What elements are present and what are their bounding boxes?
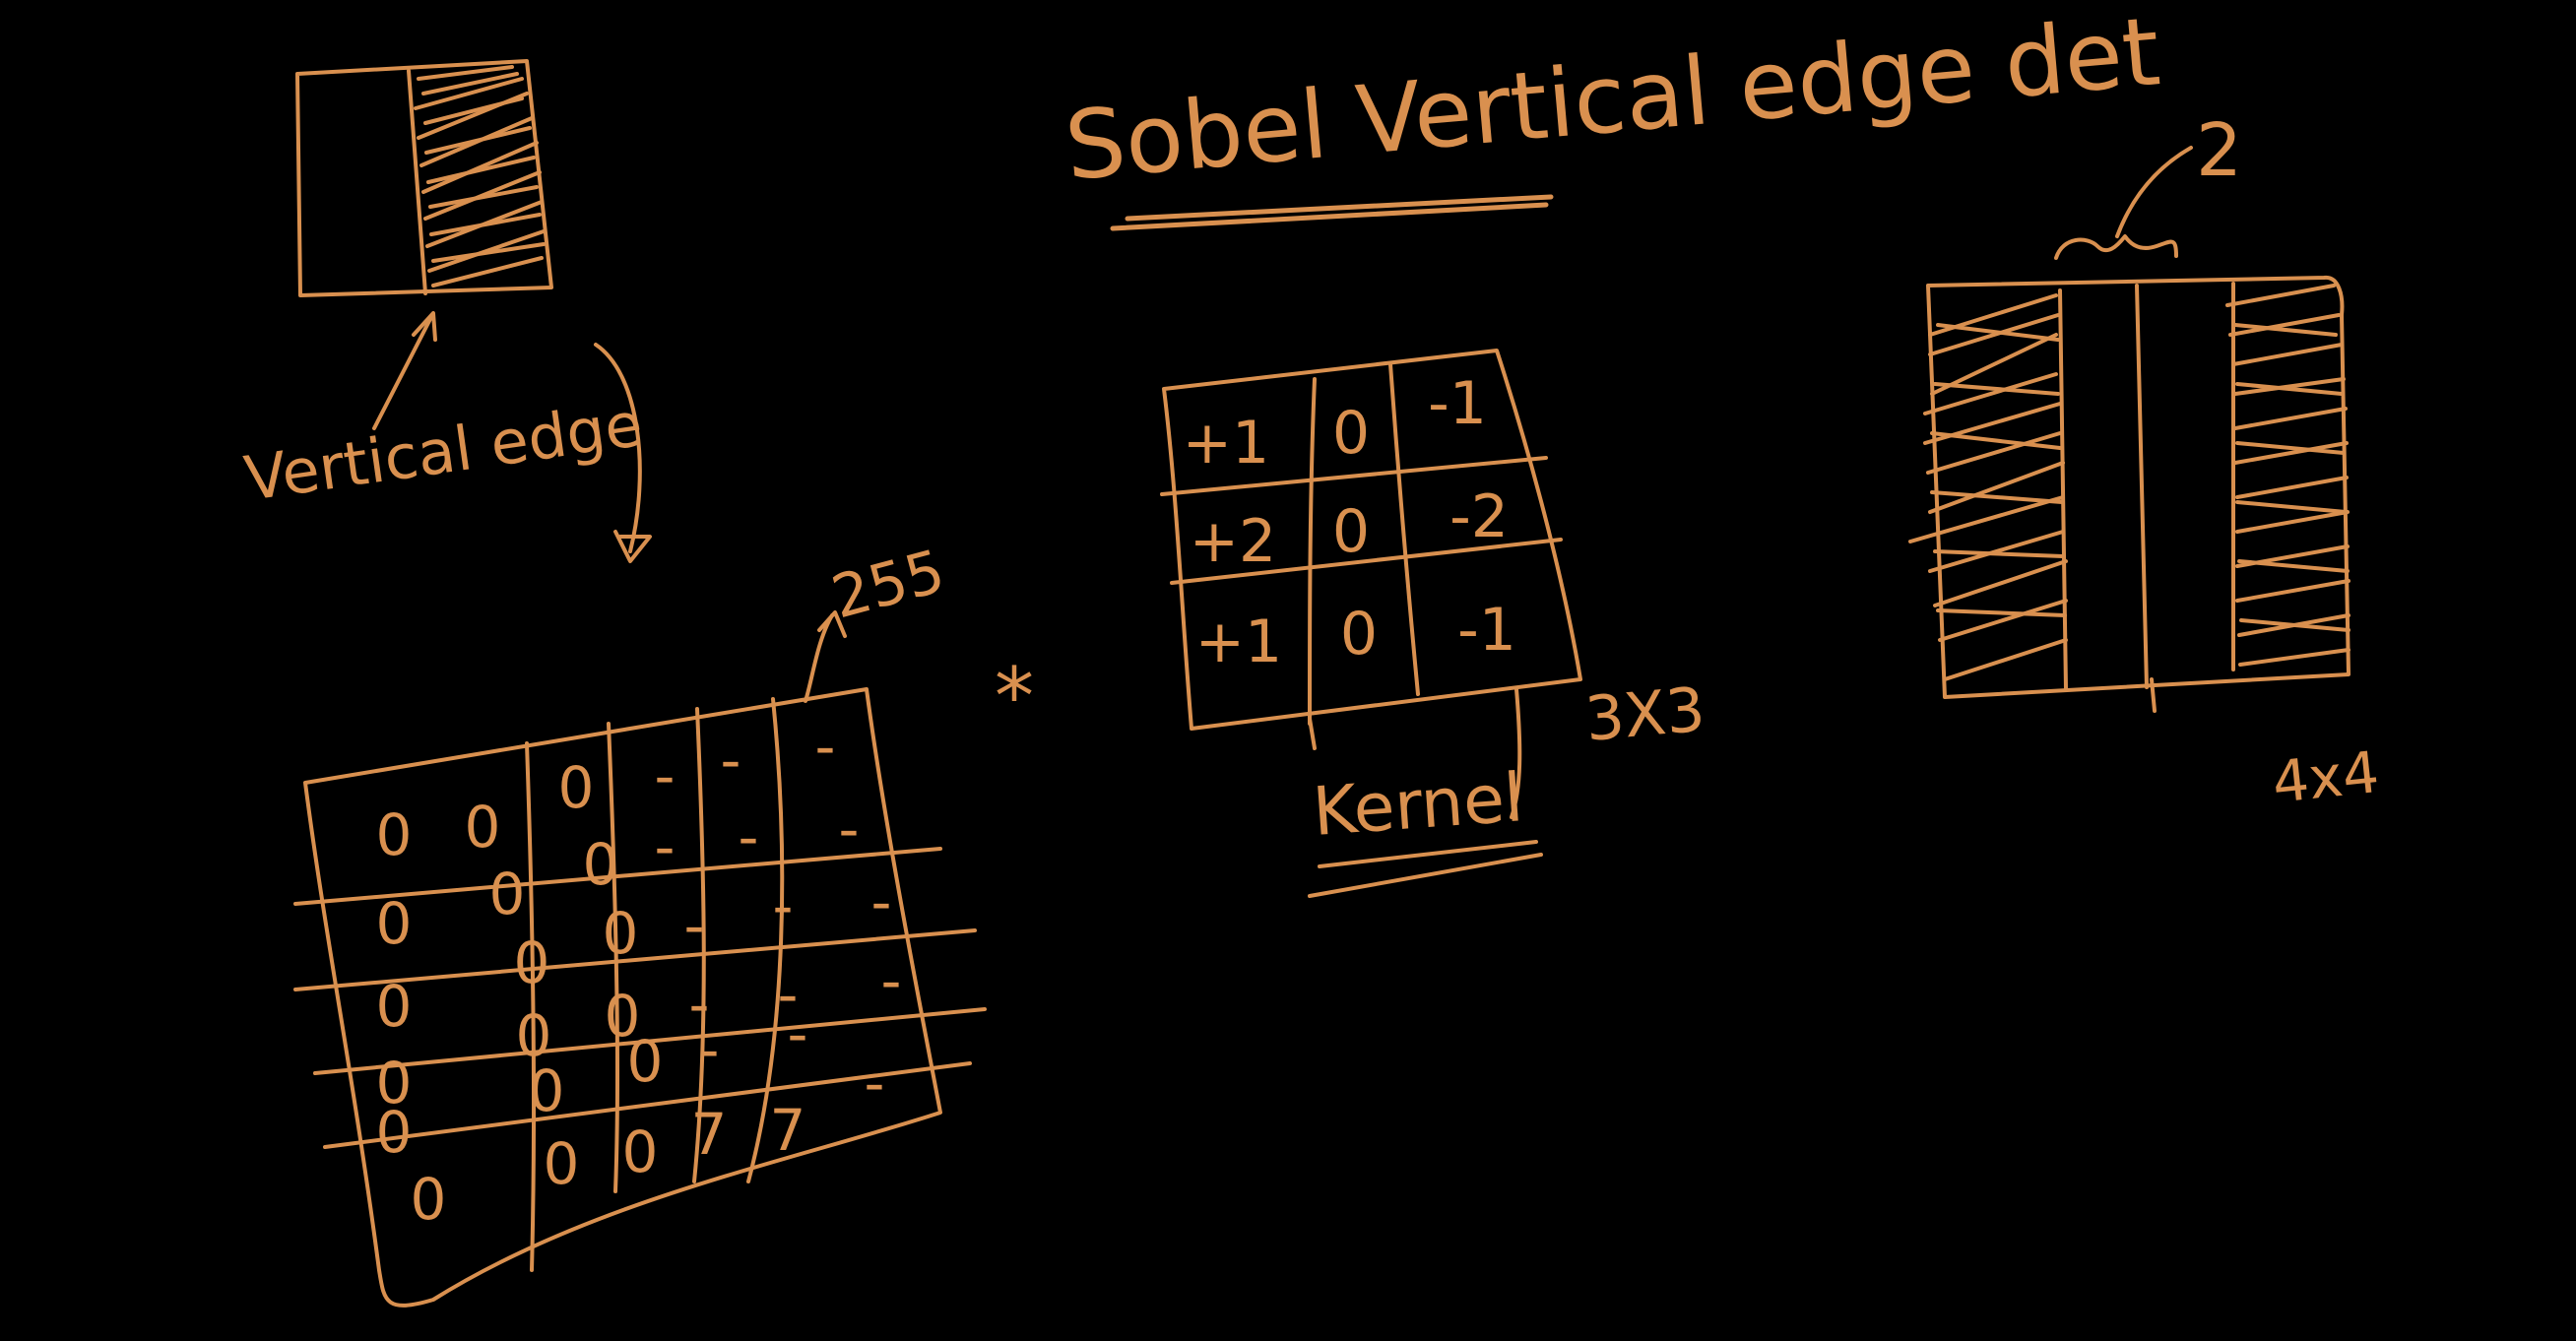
input-cell: 0 bbox=[605, 983, 641, 1050]
input-cell: 0 bbox=[544, 1130, 580, 1197]
input-cell: - bbox=[773, 872, 794, 939]
vertical-edge-sketch bbox=[295, 59, 652, 563]
input-cell: 0 bbox=[465, 794, 501, 861]
title-underline bbox=[1110, 194, 1554, 231]
kernel-size-label: 3X3 bbox=[1582, 673, 1707, 755]
input-cell: - bbox=[865, 1050, 885, 1117]
convolution-operator: * bbox=[995, 651, 1034, 742]
input-cell: - bbox=[788, 1000, 808, 1067]
input-cell: 0 bbox=[376, 973, 413, 1040]
kernel-cells: +1 0 -1 +2 0 -2 +1 0 -1 bbox=[1183, 369, 1516, 676]
input-cell: 0 bbox=[411, 1166, 447, 1233]
input-cell: 0 bbox=[603, 900, 639, 967]
input-cell: 0 bbox=[489, 861, 526, 927]
input-cell: 0 bbox=[622, 1118, 659, 1185]
input-cell: - bbox=[689, 971, 710, 1038]
input-cell: 0 bbox=[514, 929, 550, 996]
input-cell: 0 bbox=[376, 1099, 413, 1166]
input-matrix-cells: 0 0 0 - - - 0 0 0 - - - 0 0 0 - - - 0 0 … bbox=[376, 713, 902, 1233]
kernel-cell: +1 bbox=[1183, 409, 1269, 478]
vertical-edge-label: Vertical edge bbox=[240, 388, 647, 515]
kernel-cell: -1 bbox=[1457, 596, 1516, 665]
input-cell: 0 bbox=[627, 1028, 664, 1095]
input-cell: - bbox=[739, 803, 759, 870]
input-cell: - bbox=[655, 813, 676, 880]
input-cell: - bbox=[881, 947, 902, 1014]
input-cell: - bbox=[721, 727, 741, 794]
input-cell: - bbox=[684, 892, 705, 959]
output-edge-sketch bbox=[1908, 146, 2351, 713]
board-title: Sobel Vertical edge det bbox=[1061, 0, 2163, 202]
input-cell: - bbox=[655, 742, 676, 809]
kernel-cell: -2 bbox=[1449, 482, 1509, 551]
input-matrix-grid bbox=[293, 610, 987, 1308]
input-cell: 0 bbox=[376, 801, 413, 868]
input-cell: 0 bbox=[376, 890, 413, 957]
input-cell: - bbox=[871, 868, 892, 935]
kernel-cell: -1 bbox=[1428, 369, 1487, 438]
input-cell: 0 bbox=[583, 831, 619, 898]
input-cell: - bbox=[778, 961, 799, 1028]
kernel-cell: 0 bbox=[1332, 399, 1370, 468]
input-matrix-top-value: 255 bbox=[825, 537, 952, 632]
input-cell: 7 bbox=[770, 1097, 806, 1164]
kernel-cell: +2 bbox=[1190, 507, 1276, 576]
input-cell: 0 bbox=[376, 1050, 413, 1117]
kernel-cell: 0 bbox=[1340, 600, 1378, 669]
output-top-label: 2 bbox=[2196, 108, 2242, 193]
input-cell: 0 bbox=[558, 754, 595, 821]
input-cell: - bbox=[815, 713, 836, 780]
output-size-label: 4x4 bbox=[2269, 738, 2382, 816]
kernel-grid bbox=[1160, 349, 1582, 898]
kernel-cell: +1 bbox=[1195, 607, 1282, 676]
input-cell: 0 bbox=[529, 1057, 565, 1124]
input-cell: 0 bbox=[516, 1002, 552, 1069]
kernel-label: Kernel bbox=[1311, 759, 1526, 852]
input-cell: - bbox=[839, 796, 860, 862]
kernel-cell: 0 bbox=[1332, 497, 1370, 566]
input-cell: 7 bbox=[691, 1101, 728, 1168]
input-cell: - bbox=[699, 1016, 720, 1083]
